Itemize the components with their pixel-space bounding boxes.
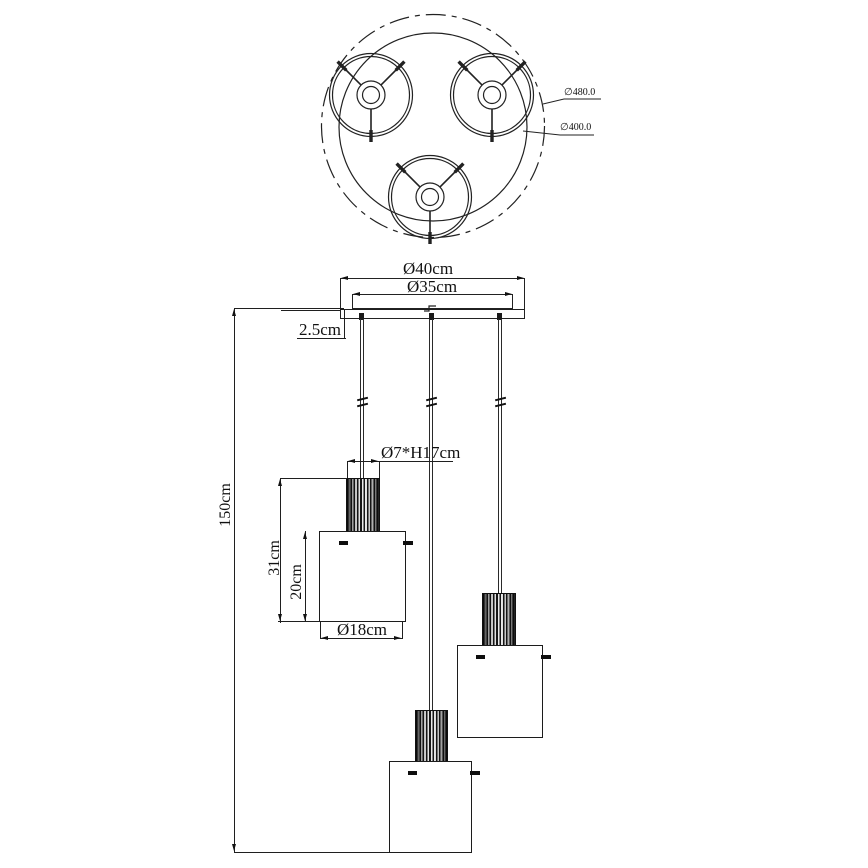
dim-arrow bbox=[302, 614, 307, 621]
shade-tab bbox=[476, 655, 485, 659]
dim-line-socket bbox=[347, 461, 453, 462]
plan-overall-dashed-circle bbox=[320, 13, 546, 239]
plan-canopy-circle bbox=[338, 32, 528, 222]
leader-line-400 bbox=[522, 130, 594, 136]
dim-leader-canopy-thickness-vertical bbox=[344, 310, 345, 339]
dim-label-plan-outer-diameter: ∅480.0 bbox=[564, 87, 596, 98]
pendant-right-socket bbox=[482, 593, 516, 646]
shade-tab bbox=[403, 541, 413, 545]
plan-shade-top-left bbox=[327, 51, 415, 144]
pendant-center-socket bbox=[415, 710, 448, 762]
canopy-bottom-plate-line bbox=[340, 309, 525, 310]
dim-label-overall-height: 150cm bbox=[217, 483, 234, 527]
dim-ext-shade-dia-left bbox=[320, 622, 321, 639]
dim-underline-canopy-thickness bbox=[297, 338, 346, 339]
dim-arrow bbox=[394, 635, 401, 640]
cord-grip bbox=[359, 313, 364, 320]
dim-ext-overall-bottom bbox=[234, 852, 471, 853]
dim-ext-pendant-height-top bbox=[280, 478, 347, 479]
dim-ext-shade-bottom bbox=[278, 621, 320, 622]
dim-label-pendant-total-height: 31cm bbox=[266, 540, 283, 576]
dim-line-shade-height bbox=[305, 531, 306, 622]
dim-line-overall-height bbox=[234, 308, 235, 853]
pendant-center-shade bbox=[389, 761, 472, 853]
dim-label-canopy-thickness: 2.5cm bbox=[299, 320, 342, 339]
pendant-right-shade bbox=[457, 645, 543, 738]
dim-arrow bbox=[341, 275, 348, 280]
dim-arrow bbox=[321, 635, 328, 640]
dim-arrow bbox=[277, 479, 282, 486]
dim-arrow bbox=[371, 458, 378, 463]
pendant-left-shade bbox=[319, 531, 406, 622]
dim-ext-overall-top bbox=[234, 308, 344, 309]
dim-arrow bbox=[302, 532, 307, 539]
cord-grip bbox=[429, 313, 434, 320]
pendant-left-socket bbox=[346, 478, 380, 532]
canopy-hook-detail bbox=[424, 305, 436, 312]
dim-line-pendant-height bbox=[280, 478, 281, 623]
dim-label-shade-diameter: Ø18cm bbox=[336, 620, 388, 639]
dim-label-shade-height: 20cm bbox=[288, 564, 305, 600]
dim-arrow bbox=[231, 844, 236, 851]
dim-arrow bbox=[517, 275, 524, 280]
dim-label-canopy-outer-diameter: Ø40cm bbox=[403, 259, 454, 278]
dim-arrow bbox=[505, 291, 512, 296]
cord-center bbox=[429, 319, 433, 710]
plan-view bbox=[320, 13, 601, 246]
shade-tab bbox=[470, 771, 480, 775]
dim-label-socket-size: Ø7*H17cm bbox=[381, 443, 461, 462]
dim-label-canopy-inner-diameter: Ø35cm bbox=[407, 277, 458, 296]
dim-arrow bbox=[231, 309, 236, 316]
shade-tab bbox=[541, 655, 551, 659]
canopy-inner bbox=[352, 294, 513, 309]
dim-ext-socket-left bbox=[347, 461, 348, 479]
dim-ext-shade-dia-right bbox=[402, 622, 403, 639]
dim-line-shade-diameter bbox=[320, 638, 403, 639]
dim-leader-canopy-thickness bbox=[281, 310, 340, 311]
dim-ext-socket-right bbox=[379, 461, 380, 479]
cord-grip bbox=[497, 313, 502, 320]
cord-right bbox=[498, 319, 502, 593]
shade-tab bbox=[408, 771, 417, 775]
dim-arrow bbox=[353, 291, 360, 296]
dim-arrow bbox=[277, 614, 282, 621]
dim-arrow bbox=[348, 458, 355, 463]
leader-line-480 bbox=[542, 98, 601, 105]
plan-shade-top-right bbox=[448, 51, 536, 144]
plan-shade-bottom bbox=[386, 153, 474, 246]
shade-tab bbox=[339, 541, 348, 545]
dim-label-plan-inner-diameter: ∅400.0 bbox=[560, 122, 592, 133]
